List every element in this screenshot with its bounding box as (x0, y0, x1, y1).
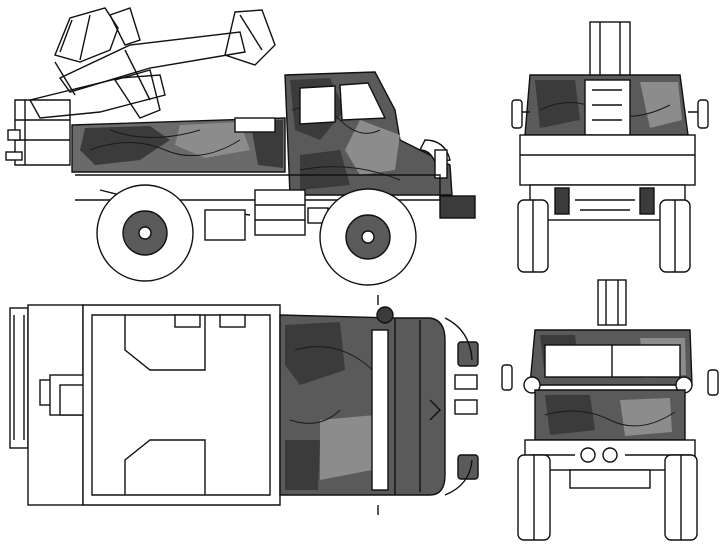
cargo-bed (71, 117, 286, 173)
cab (284, 71, 476, 219)
fuel-tank (204, 209, 246, 241)
rear-view (511, 21, 709, 273)
chassis (75, 174, 441, 241)
rear-wheel (96, 184, 194, 282)
side-window (299, 85, 336, 125)
front-view (501, 279, 719, 541)
excavator-boom (28, 7, 276, 119)
door-window (339, 82, 387, 121)
rear-frame (5, 99, 71, 166)
battery-box (254, 189, 306, 236)
front-wheel (319, 188, 417, 286)
top-view (9, 295, 479, 515)
side-view (5, 7, 476, 286)
